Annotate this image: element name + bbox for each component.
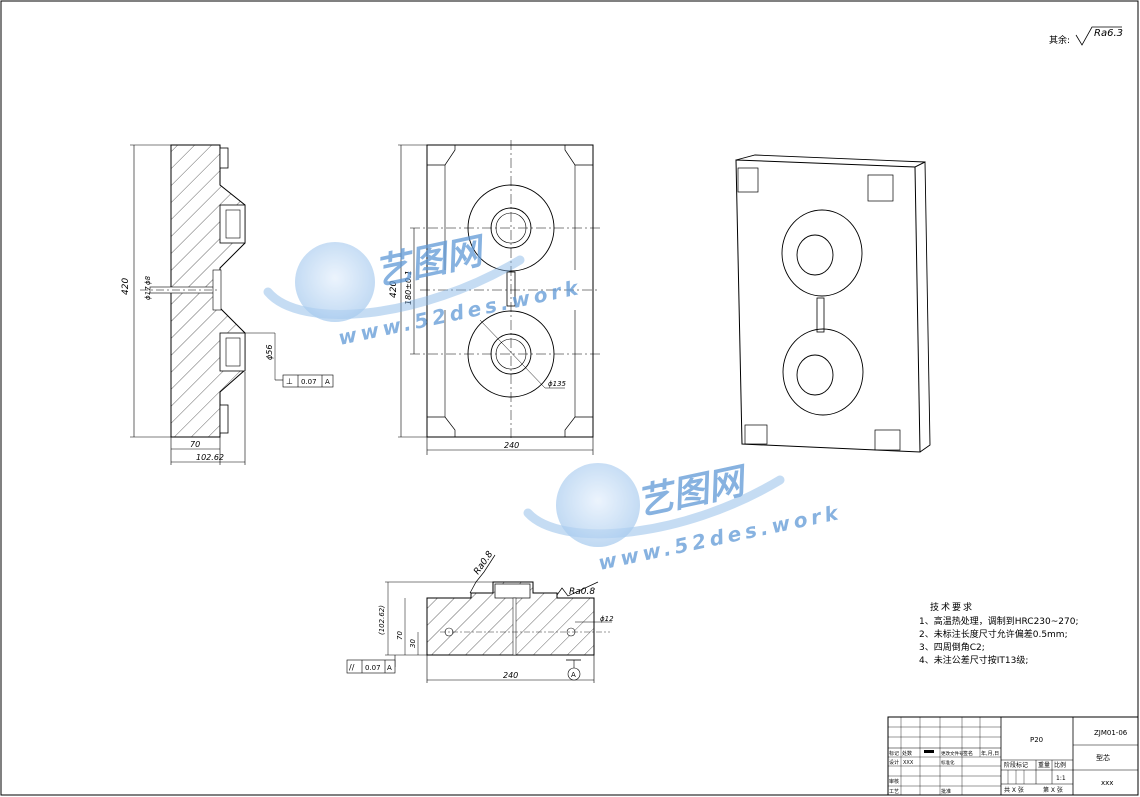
label-process: 工艺 bbox=[889, 789, 899, 795]
title-block bbox=[887, 716, 1139, 796]
front-pcd-dim: ϕ135 bbox=[548, 380, 567, 388]
bottom-width-dim: 240 bbox=[503, 671, 518, 680]
roughness-value: Ra6.3 bbox=[1094, 28, 1123, 39]
label-std: 标准化 bbox=[941, 759, 955, 766]
isometric-view bbox=[735, 154, 931, 453]
left-width-a-dim: 70 bbox=[190, 440, 200, 449]
bottom-dim-30: 30 bbox=[409, 639, 417, 648]
label-approve: 批准 bbox=[941, 788, 951, 795]
bottom-section-view: Ra0.8 Ra0.8 ϕ12 (102.62) 70 30 // 0.07 A… bbox=[346, 549, 614, 683]
front-view: 420 180±0.1 ϕ135 240 bbox=[389, 140, 600, 455]
note-item: 3、四周倒角C2; bbox=[919, 641, 985, 653]
label-sheet-no: 第 X 张 bbox=[1043, 786, 1063, 794]
bottom-datum-label: A bbox=[571, 671, 576, 679]
drawing-number: ZJM01-06 bbox=[1094, 729, 1128, 737]
bottom-ra-right: Ra0.8 bbox=[569, 587, 595, 597]
notes-title: 技术要求 bbox=[930, 601, 974, 613]
left-section-view: 420 ϕ17 ϕ8 ϕ56 ⊥ 0.07 A 70 102.62 bbox=[121, 144, 334, 465]
scale: 1:1 bbox=[1056, 775, 1066, 782]
label-file: 更改文件号 bbox=[941, 750, 964, 757]
left-gdt-symbol: ⊥ bbox=[286, 377, 293, 386]
note-item: 2、未标注长度尺寸允许偏差0.5mm; bbox=[919, 628, 1068, 640]
front-height-dim: 420 bbox=[389, 281, 399, 298]
general-roughness: 其余: Ra6.3 bbox=[1049, 26, 1123, 46]
left-height-dim: 420 bbox=[121, 278, 131, 295]
left-width-total-dim: 102.62 bbox=[196, 453, 224, 462]
watermark-2: 艺图网 www.52des.work bbox=[523, 460, 844, 575]
title-block-text: P20 ZJM01-06 型芯 xxx 1:1 阶段标记 重量 比例 共 X 张… bbox=[889, 729, 1128, 795]
material: P20 bbox=[1030, 736, 1043, 744]
bottom-dim-70: 70 bbox=[396, 631, 404, 640]
left-hole-small-dim: ϕ8 bbox=[144, 275, 152, 285]
label-mark: 标记 bbox=[889, 750, 899, 757]
bottom-gdt-frame: // 0.07 A bbox=[346, 655, 396, 674]
label-design: 设计 bbox=[889, 759, 899, 766]
company: xxx bbox=[1101, 779, 1113, 787]
label-ratio: 比例 bbox=[1054, 761, 1066, 769]
bottom-hole-dim: ϕ12 bbox=[600, 615, 614, 623]
bottom-total-height-dim: (102.62) bbox=[378, 605, 386, 635]
bottom-gdt-datum: A bbox=[387, 664, 392, 672]
left-gdt-datum: A bbox=[325, 378, 330, 386]
watermark-logo-icon bbox=[556, 463, 640, 547]
part-name: 型芯 bbox=[1096, 753, 1110, 762]
technical-notes: 技术要求 1、高温热处理，调制到HRC230~270; 2、未标注长度尺寸允许偏… bbox=[919, 601, 1079, 666]
roughness-prefix: 其余: bbox=[1049, 34, 1070, 46]
label-weight: 重量 bbox=[1038, 761, 1050, 769]
note-item: 4、未注公差尺寸按IT13级; bbox=[919, 654, 1028, 666]
label-sign: 签名 bbox=[963, 750, 973, 757]
front-center-dim: 180±0.1 bbox=[404, 270, 413, 305]
bottom-gdt-value: 0.07 bbox=[365, 664, 381, 672]
left-gdt-value: 0.07 bbox=[301, 378, 317, 386]
left-bore-dim: ϕ56 bbox=[265, 345, 274, 360]
designer: XXX bbox=[903, 760, 914, 766]
note-item: 1、高温热处理，调制到HRC230~270; bbox=[919, 615, 1079, 627]
bottom-gdt-symbol: // bbox=[349, 663, 355, 672]
label-check: 审核 bbox=[889, 778, 899, 785]
label-stage-mark: 阶段标记 bbox=[1004, 761, 1028, 769]
label-date: 年,月,日 bbox=[981, 750, 999, 757]
watermark-logo-icon bbox=[295, 242, 375, 322]
front-width-dim: 240 bbox=[504, 441, 519, 450]
label-sheet-total: 共 X 张 bbox=[1004, 786, 1024, 794]
label-count: 处数 bbox=[902, 750, 912, 757]
left-gdt-frame: ⊥ 0.07 A bbox=[275, 374, 334, 388]
left-hole-dim: ϕ17 bbox=[144, 286, 152, 300]
